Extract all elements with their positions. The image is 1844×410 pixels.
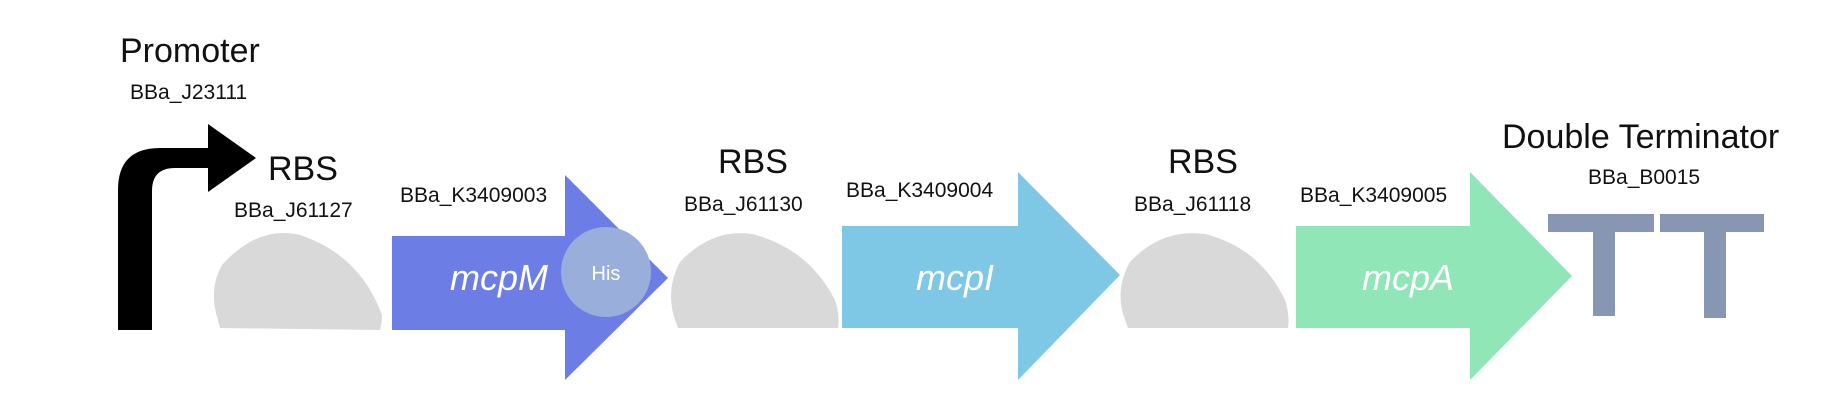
rbs-1-title: RBS	[268, 150, 338, 188]
terminator-id: BBa_B0015	[1588, 166, 1700, 189]
promoter-id: BBa_J23111	[130, 81, 247, 104]
gene-mcpa-arrow	[1296, 172, 1572, 380]
gene-mcpm-id: BBa_K3409003	[400, 184, 547, 207]
promoter-arrow-icon	[118, 124, 256, 330]
rbs-3: RBS BBa_J61118	[1120, 143, 1289, 328]
gene-mcpi-arrow	[842, 172, 1120, 380]
rbs-2-id: BBa_J61130	[684, 193, 803, 216]
rbs-1-shape	[213, 233, 382, 330]
his-tag-label: His	[592, 263, 621, 285]
gene-mcpa: BBa_K3409005 mcpA	[1296, 172, 1572, 380]
gene-mcpa-id: BBa_K3409005	[1300, 184, 1447, 207]
rbs-2-title: RBS	[718, 143, 788, 181]
promoter: Promoter BBa_J23111	[118, 32, 260, 330]
rbs-2: RBS BBa_J61130	[671, 143, 839, 328]
rbs-1-id: BBa_J61127	[234, 199, 353, 222]
promoter-title: Promoter	[120, 32, 260, 70]
gene-mcpm-arrow	[392, 175, 668, 380]
double-terminator: Double Terminator BBa_B0015	[1502, 118, 1779, 318]
terminator-icon	[1548, 214, 1764, 318]
gene-mcpm-name: mcpM	[450, 257, 548, 298]
his-tag-circle	[561, 227, 651, 317]
gene-mcpi: BBa_K3409004 mcpI	[842, 172, 1120, 380]
gene-mcpi-name: mcpI	[916, 257, 994, 298]
rbs-1: RBS BBa_J61127	[213, 150, 382, 330]
terminator-title: Double Terminator	[1502, 118, 1779, 156]
rbs-3-shape	[1120, 233, 1289, 328]
gene-mcpm: BBa_K3409003 mcpM His	[392, 175, 668, 380]
rbs-3-id: BBa_J61118	[1134, 193, 1251, 216]
rbs-2-shape	[671, 233, 839, 328]
gene-mcpi-id: BBa_K3409004	[846, 179, 993, 202]
rbs-3-title: RBS	[1168, 143, 1238, 181]
gene-mcpa-name: mcpA	[1362, 257, 1454, 298]
